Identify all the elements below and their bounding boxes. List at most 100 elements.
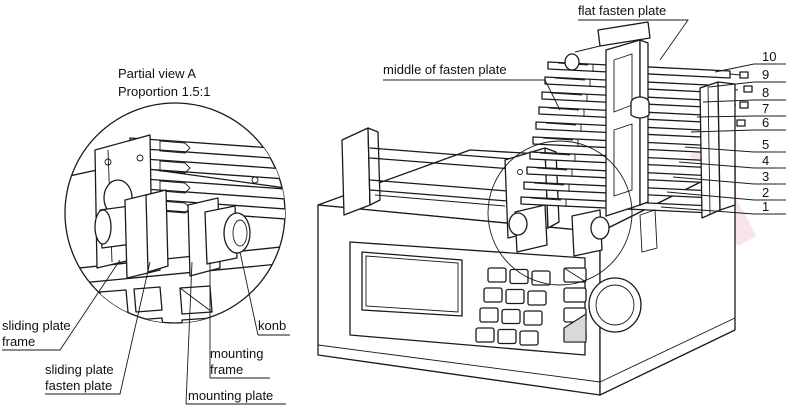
keypad-key[interactable] bbox=[483, 287, 503, 303]
partial-view-title: Partial view A bbox=[118, 66, 196, 81]
detail-screw-2 bbox=[136, 154, 144, 162]
keypad-key[interactable] bbox=[527, 290, 547, 306]
partial-view-proportion: Proportion 1.5:1 bbox=[118, 84, 211, 99]
callout-leader bbox=[672, 176, 786, 185]
syringe-plunger bbox=[551, 92, 583, 96]
plunger-cap bbox=[564, 53, 580, 71]
needle-end bbox=[739, 71, 749, 79]
pump-front-lip bbox=[317, 344, 601, 383]
syringe-plunger bbox=[539, 152, 571, 156]
detail-syringe-tip bbox=[159, 160, 191, 174]
syringe-plunger bbox=[542, 137, 574, 141]
label-mounting-frame-line1: mounting bbox=[210, 346, 263, 361]
detail-key-2 bbox=[133, 286, 163, 313]
detail-circle-a bbox=[487, 140, 633, 286]
left-end-block-side bbox=[367, 127, 381, 206]
syringe-plunger bbox=[548, 107, 580, 111]
keypad-key[interactable] bbox=[501, 308, 521, 325]
main-mounting-clamp-knob[interactable] bbox=[590, 216, 610, 240]
callout-leader bbox=[666, 191, 786, 201]
needle-end bbox=[739, 101, 749, 109]
detail-key-4 bbox=[101, 319, 131, 323]
label-konb: konb bbox=[258, 318, 286, 333]
needle-end bbox=[736, 119, 746, 127]
callout-number: 2 bbox=[762, 185, 769, 200]
rail-lower bbox=[369, 179, 521, 193]
callout-number: 5 bbox=[762, 137, 769, 152]
callout-leader bbox=[702, 99, 786, 103]
function-key-diag bbox=[563, 267, 587, 283]
syringe-plunger bbox=[533, 182, 565, 186]
needle-end bbox=[743, 85, 753, 93]
right-rack-side bbox=[717, 81, 736, 211]
callout-number: 3 bbox=[762, 169, 769, 184]
detail-screw-3 bbox=[251, 176, 259, 184]
pump-side-face bbox=[599, 164, 736, 396]
main-sliding-clamp-boss bbox=[508, 212, 528, 236]
leader-flat-fasten-plate bbox=[578, 19, 689, 61]
label-middle-of-fasten-plate: middle of fasten plate bbox=[383, 62, 507, 77]
keypad-key[interactable] bbox=[487, 267, 507, 283]
flat-fasten-plate bbox=[574, 21, 651, 217]
keypad-key[interactable] bbox=[479, 307, 499, 323]
function-key[interactable] bbox=[563, 287, 587, 303]
detail-key-5 bbox=[135, 317, 165, 323]
detail-screw-1 bbox=[104, 158, 112, 166]
callout-number: 1 bbox=[762, 199, 769, 214]
lcd-inner bbox=[365, 255, 459, 313]
rail-upper bbox=[369, 147, 526, 161]
detail-knob-inner bbox=[232, 219, 248, 247]
leader-middle-of-fasten-plate bbox=[383, 79, 561, 111]
leader-mounting-plate bbox=[185, 261, 193, 405]
detail-body-edge bbox=[65, 244, 285, 271]
keypad-key[interactable] bbox=[509, 268, 529, 285]
thumb-screw-body bbox=[630, 103, 650, 119]
label-leaders bbox=[2, 19, 689, 405]
detail-syringe-tip bbox=[159, 180, 191, 194]
label-mounting-plate: mounting plate bbox=[188, 388, 273, 403]
callout-leader bbox=[708, 81, 786, 88]
detail-key-3-diag bbox=[179, 287, 213, 313]
detail-body-edge-2 bbox=[65, 261, 285, 286]
lcd-screen[interactable] bbox=[361, 251, 463, 317]
partial-view-detail bbox=[64, 102, 286, 324]
syringe-plunger bbox=[545, 122, 577, 126]
rail-lower-b bbox=[369, 189, 521, 203]
callout-leader bbox=[678, 161, 786, 169]
flat-fasten-plate-edge bbox=[639, 39, 649, 206]
detail-syringe-barrel bbox=[129, 137, 285, 161]
detail-knob[interactable] bbox=[223, 212, 251, 254]
function-key-shaded bbox=[563, 312, 587, 343]
syringe-plunger bbox=[530, 197, 562, 201]
keypad-key[interactable] bbox=[497, 328, 517, 345]
callout-number: 4 bbox=[762, 153, 769, 168]
callout-leader bbox=[684, 146, 786, 153]
label-flat-fasten-plate: flat fasten plate bbox=[578, 3, 666, 18]
main-clamps bbox=[508, 204, 658, 257]
fasten-plate-slot-bottom bbox=[613, 123, 633, 197]
label-sliding-plate-fasten-line2: fasten plate bbox=[45, 378, 112, 393]
keypad-key[interactable] bbox=[523, 310, 543, 326]
callout-number: 9 bbox=[762, 67, 769, 82]
keypad-key[interactable] bbox=[505, 288, 525, 305]
label-sliding-plate-frame-line1: sliding plate bbox=[2, 318, 71, 333]
pump-side-lip bbox=[599, 317, 736, 383]
pump-rails bbox=[341, 127, 526, 216]
pusher-screw bbox=[517, 169, 523, 175]
keypad-key[interactable] bbox=[519, 330, 539, 346]
rail-upper-b bbox=[369, 157, 526, 171]
callout-number: 7 bbox=[762, 101, 769, 116]
fasten-plate-bracket-arm bbox=[574, 45, 601, 53]
keypad bbox=[475, 267, 587, 346]
leader-sliding-plate-fasten bbox=[45, 261, 151, 395]
leader-konb bbox=[239, 251, 259, 336]
text-labels: Partial view A Proportion 1.5:1 flat fas… bbox=[2, 3, 666, 403]
rear-clamp bbox=[639, 209, 658, 253]
rotary-knob[interactable] bbox=[588, 277, 642, 333]
keypad-key[interactable] bbox=[475, 327, 495, 343]
syringe-plunger bbox=[554, 77, 586, 81]
rotary-knob-inner bbox=[595, 284, 635, 326]
callout-number: 6 bbox=[762, 115, 769, 130]
